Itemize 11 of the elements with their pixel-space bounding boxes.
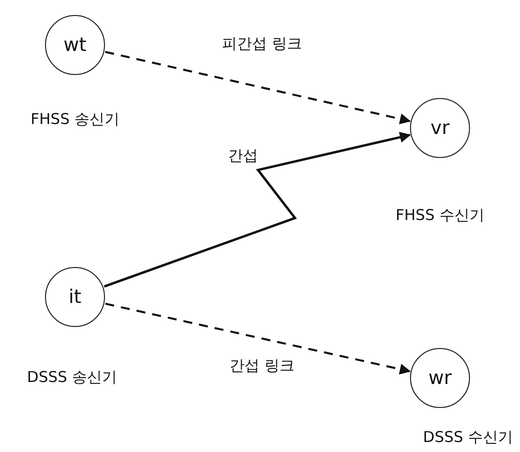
arrow	[105, 302, 411, 375]
arrow	[104, 50, 411, 124]
arrow	[104, 132, 411, 288]
node-circle: vr	[410, 98, 470, 158]
node-caption: FHSS 송신기	[30, 110, 120, 129]
node-caption: DSSS 송신기	[27, 368, 117, 387]
node-circle: wt	[45, 15, 105, 75]
node-caption: FHSS 수신기	[396, 206, 484, 225]
node-circle: wr	[410, 348, 470, 408]
node-circle: it	[45, 267, 105, 327]
node-caption: DSSS 수신기	[423, 428, 513, 447]
